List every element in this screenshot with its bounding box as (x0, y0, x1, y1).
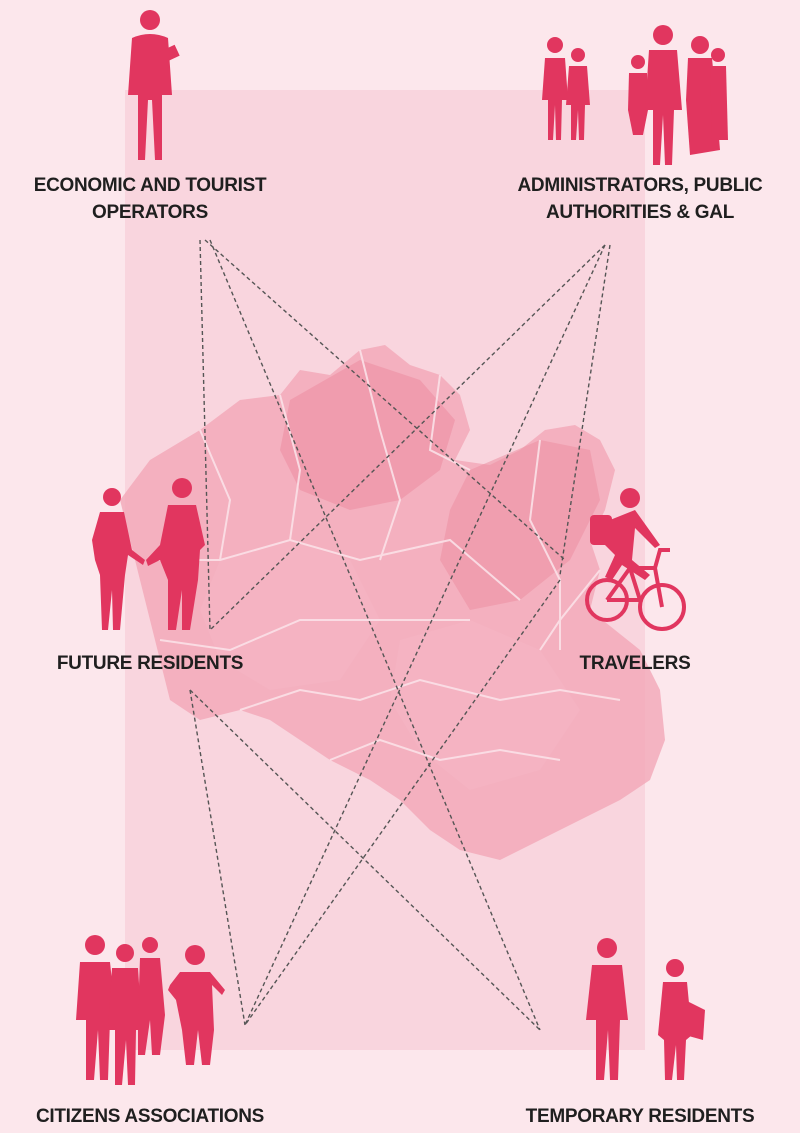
label-citizens-line1: CITIZENS ASSOCIATIONS (35, 1106, 265, 1127)
connector-futureres-citizens (189, 689, 246, 1026)
couple-holding-hands-icon (92, 478, 205, 630)
label-economic-line1: ECONOMIC AND TOURIST (33, 175, 267, 196)
connector-admin-citizens (244, 244, 606, 1026)
label-administrators-line1: ADMINISTRATORS, PUBLIC (517, 175, 763, 196)
label-future-residents: FUTURE RESIDENTS (30, 650, 270, 677)
label-economic-operators: ECONOMIC AND TOURIST OPERATORS (0, 172, 300, 226)
cyclist-icon (590, 488, 660, 580)
label-travelers: TRAVELERS (540, 650, 730, 677)
label-economic-line2: OPERATORS (92, 202, 208, 223)
connector-admin-futureres (209, 244, 606, 631)
label-administrators-line2: AUTHORITIES & GAL (545, 202, 735, 223)
connector-economic-travelers (204, 239, 566, 561)
label-citizens-associations: CITIZENS ASSOCIATIONS (0, 1103, 300, 1130)
connector-futureres-temporary (189, 689, 541, 1031)
label-future-residents-line1: FUTURE RESIDENTS (56, 653, 244, 674)
group-of-officials-icon (542, 25, 728, 165)
connector-economic-temporary (209, 239, 541, 1031)
label-temporary-residents: TEMPORARY RESIDENTS (490, 1103, 790, 1130)
label-travelers-line1: TRAVELERS (579, 653, 691, 674)
label-administrators: ADMINISTRATORS, PUBLIC AUTHORITIES & GAL (480, 172, 800, 226)
label-temporary-line1: TEMPORARY RESIDENTS (525, 1106, 755, 1127)
bicycle-icon (585, 548, 686, 631)
person-with-tablet-icon (128, 10, 180, 160)
connector-economic-futureres (199, 239, 211, 631)
two-people-talking-icon (586, 938, 705, 1080)
map-region-shape (120, 345, 665, 860)
group-of-citizens-icon (76, 935, 225, 1085)
